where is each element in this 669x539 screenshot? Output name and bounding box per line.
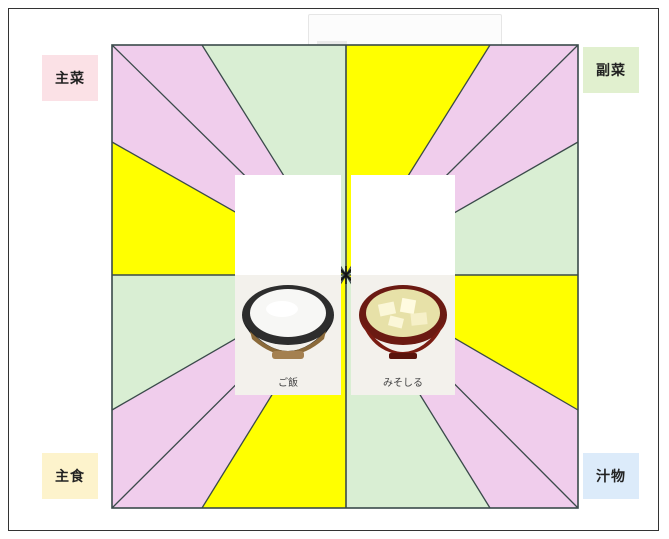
category-label-main-dish: 主菜 [42,55,98,101]
food-card-miso-soup[interactable]: みそしる [351,275,455,395]
empty-slot-side-dish[interactable] [351,175,455,275]
category-label-side-dish: 副菜 [583,47,639,93]
food-name: みそしる [351,374,455,389]
miso-soup-icon [353,279,453,371]
category-label-staple: 主食 [42,453,98,499]
empty-slot-main-dish[interactable] [235,175,341,275]
rice-bowl-icon [238,279,338,371]
category-label-soup: 汁物 [583,453,639,499]
food-card-rice[interactable]: ご飯 [235,275,341,395]
food-name: ご飯 [235,374,341,389]
